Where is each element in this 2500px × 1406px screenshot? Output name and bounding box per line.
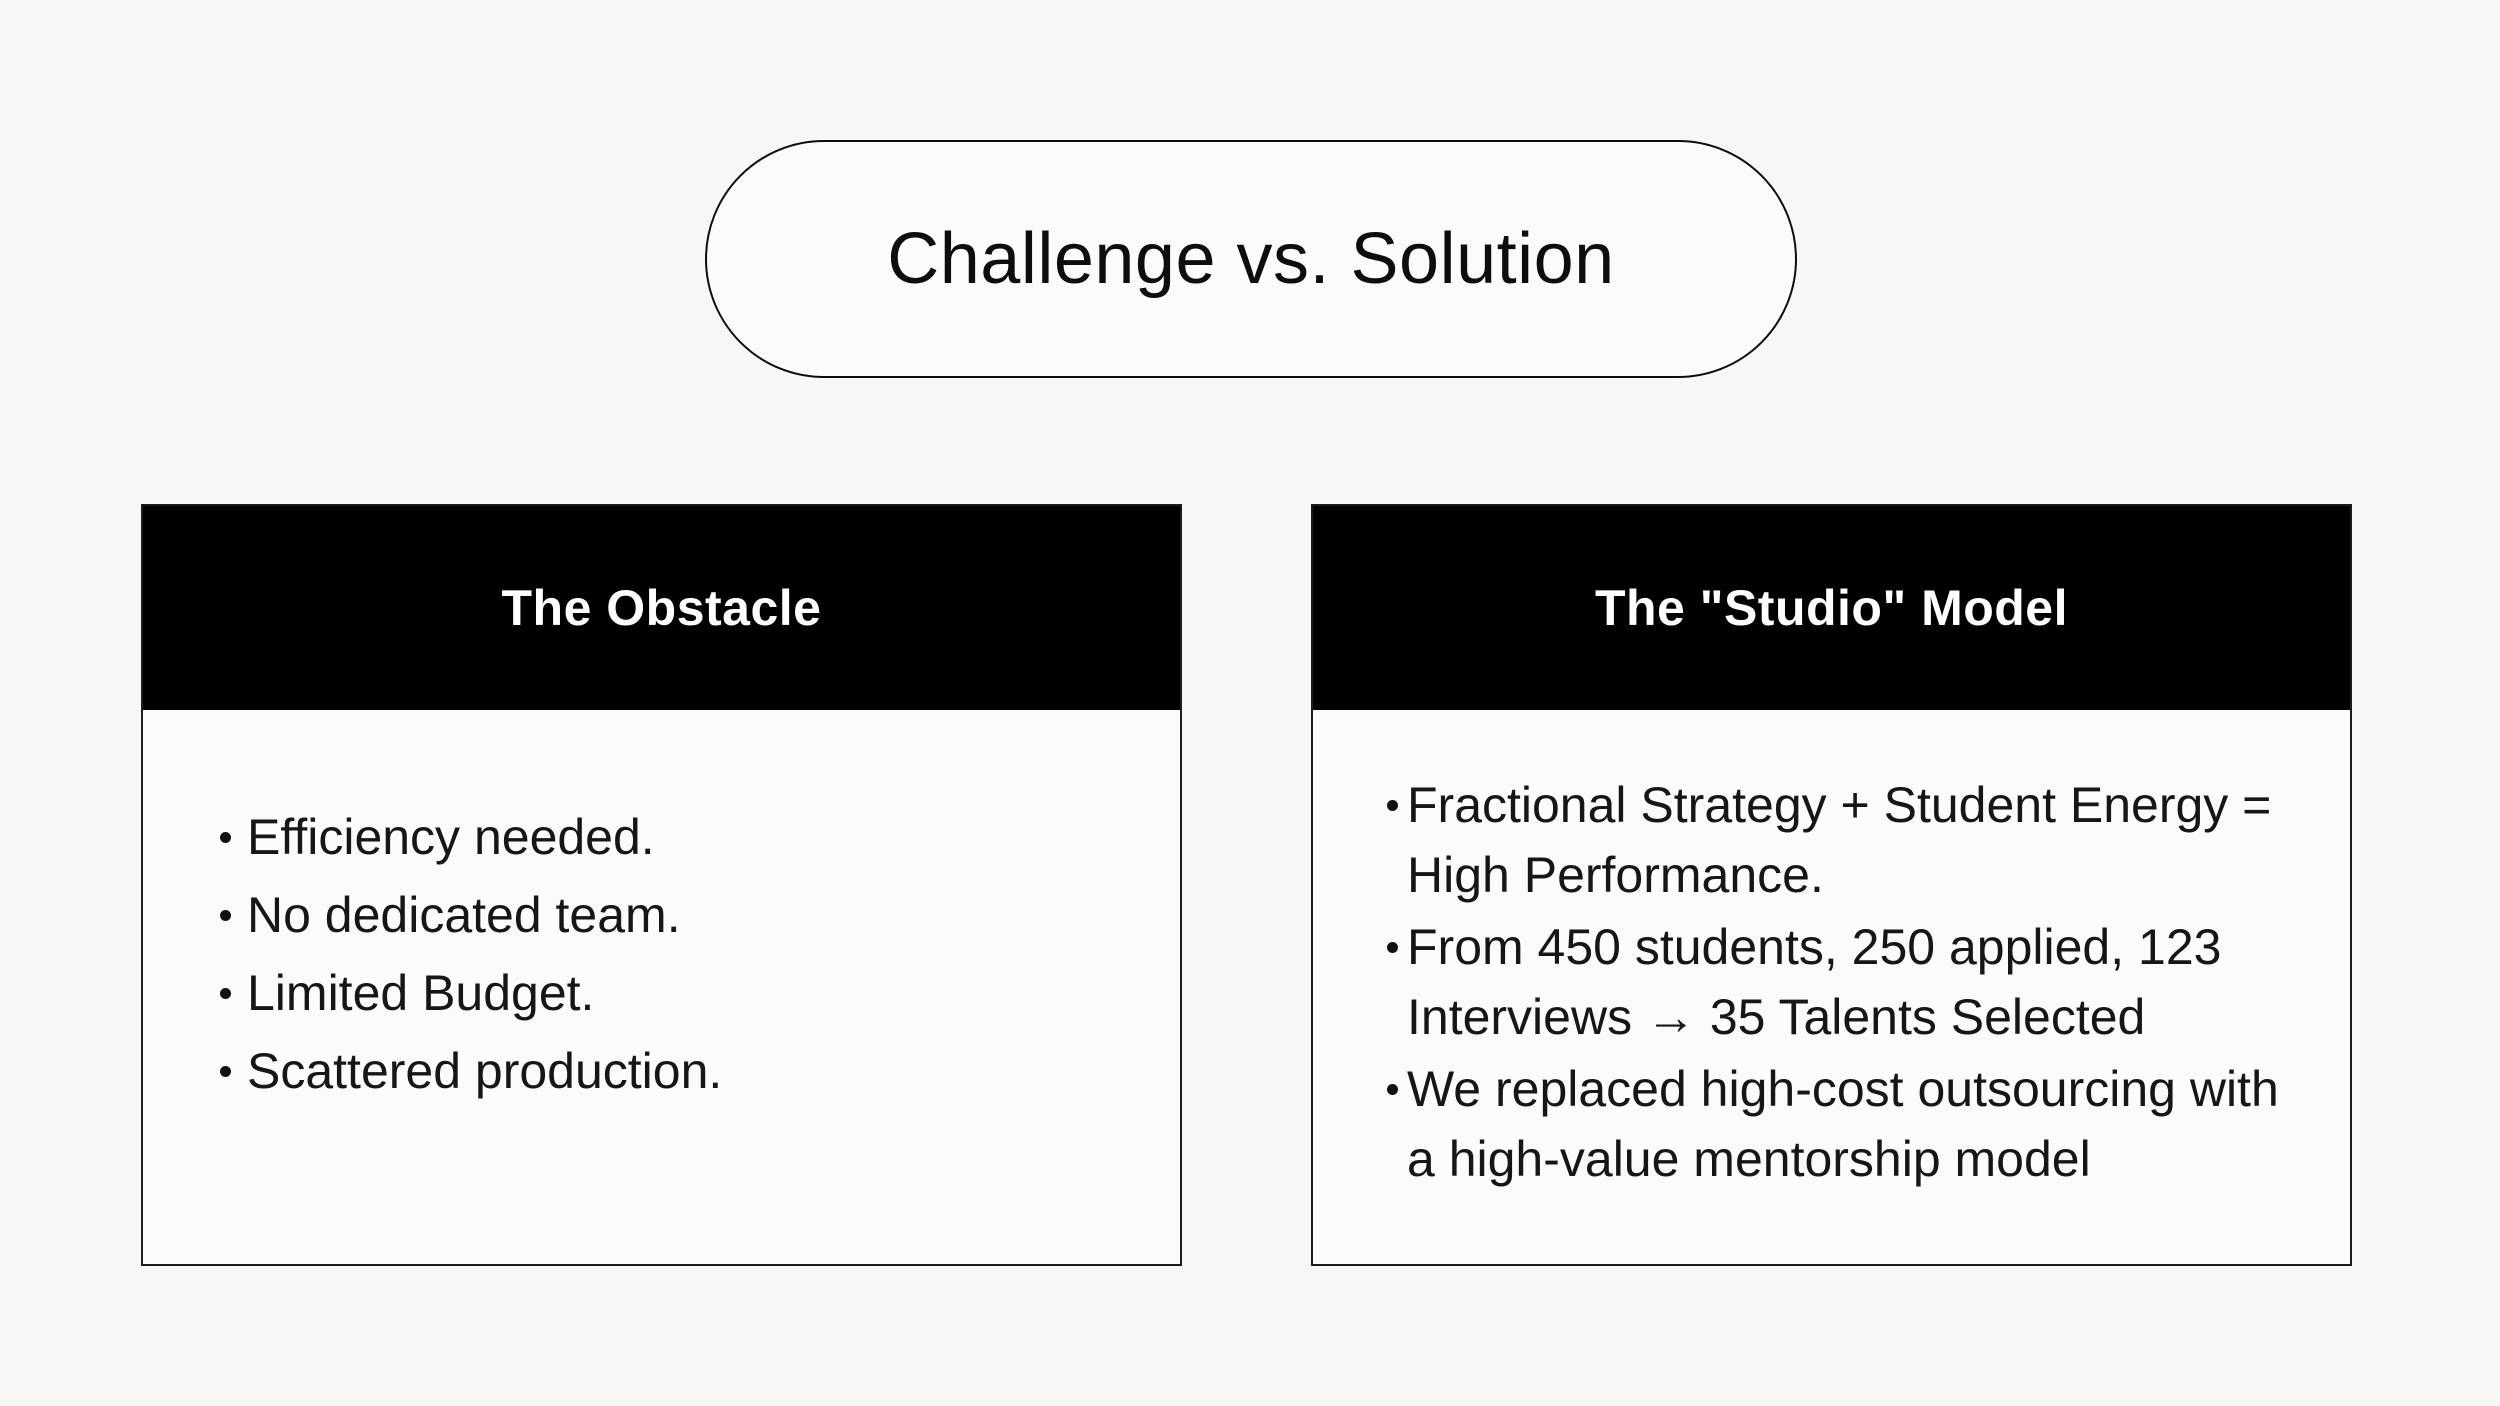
list-item: We replaced high-cost outsourcing with a…: [1387, 1054, 2328, 1194]
studio-model-card-title: The "Studio" Model: [1594, 580, 2069, 636]
studio-model-card-body: Fractional Strategy + Student Energy = H…: [1313, 710, 2350, 1194]
list-item: Limited Budget.: [220, 958, 1140, 1028]
studio-model-card: The "Studio" Model Fractional Strategy +…: [1311, 504, 2352, 1266]
studio-model-card-header: The "Studio" Model: [1313, 506, 2350, 710]
obstacle-card-header: The Obstacle: [143, 506, 1180, 710]
list-item: From 450 students, 250 applied, 123 Inte…: [1387, 912, 2328, 1052]
slide-title: Challenge vs. Solution: [887, 219, 1615, 299]
slide-title-pill: Challenge vs. Solution: [705, 140, 1797, 378]
obstacle-bullet-list: Efficiency needed. No dedicated team. Li…: [220, 802, 1140, 1106]
obstacle-card-title: The Obstacle: [501, 580, 822, 636]
list-item: Efficiency needed.: [220, 802, 1140, 872]
list-item: No dedicated team.: [220, 880, 1140, 950]
studio-model-bullet-list: Fractional Strategy + Student Energy = H…: [1387, 770, 2328, 1194]
obstacle-card: The Obstacle Efficiency needed. No dedic…: [141, 504, 1182, 1266]
obstacle-card-body: Efficiency needed. No dedicated team. Li…: [143, 710, 1180, 1106]
list-item: Scattered production.: [220, 1036, 1140, 1106]
list-item: Fractional Strategy + Student Energy = H…: [1387, 770, 2328, 910]
